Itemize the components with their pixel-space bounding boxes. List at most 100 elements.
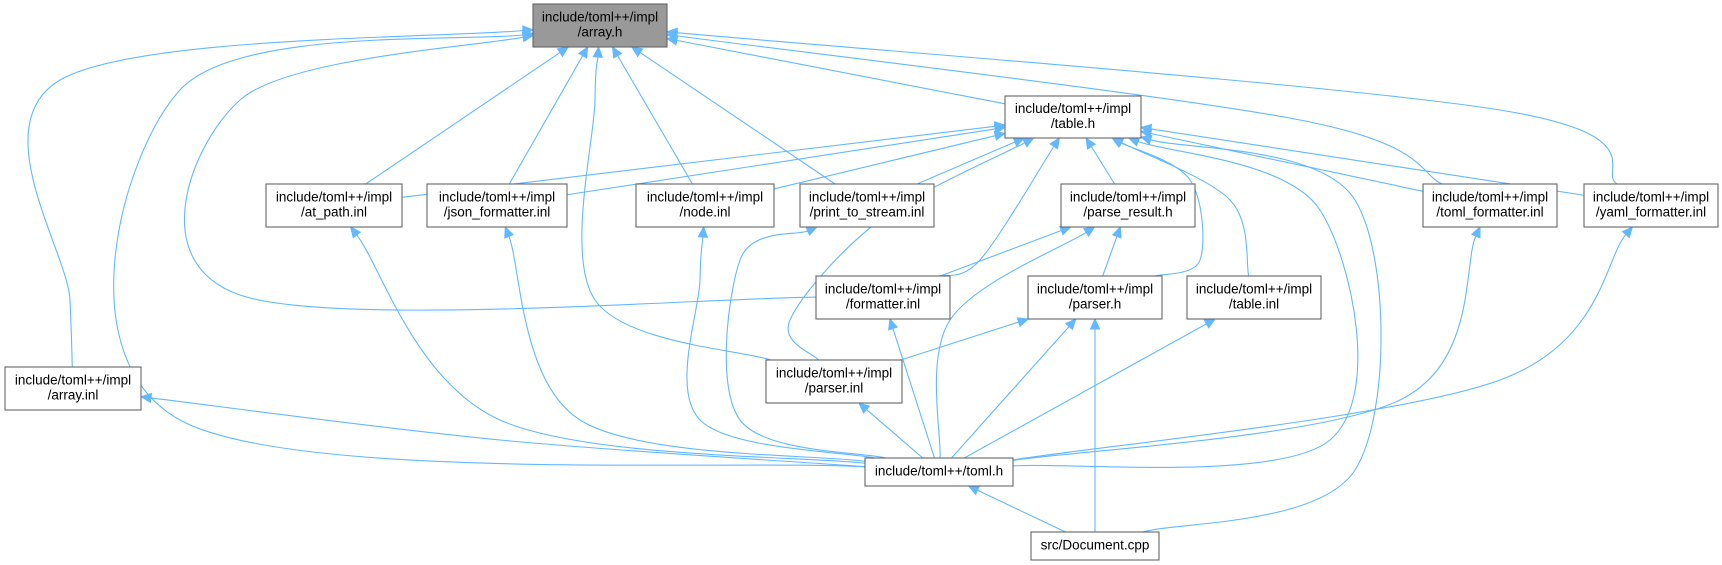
edge-arrowhead xyxy=(1111,225,1122,239)
node-box xyxy=(1027,275,1163,320)
node-label-line: /parse_result.h xyxy=(1083,205,1172,220)
edge-arrowhead xyxy=(504,225,515,239)
node-table-h[interactable]: include/toml++/impl/table.h xyxy=(1004,95,1142,139)
edge-arrowhead xyxy=(521,31,535,43)
node-label-line: include/toml++/impl xyxy=(1037,282,1153,297)
edge-toml_h-to-yaml_formatter_inl xyxy=(1012,234,1627,461)
node-label-line: /print_to_stream.inl xyxy=(810,205,925,220)
edge-parser_inl-to-array_h xyxy=(581,56,772,361)
edge-toml_h-to-array_inl xyxy=(150,397,866,468)
node-box xyxy=(1060,183,1196,228)
edge-toml_h-to-table_h xyxy=(1012,141,1359,468)
edge-arrowhead xyxy=(1127,136,1141,147)
node-box xyxy=(426,183,568,228)
edge-node_inl-to-table_h xyxy=(773,135,996,190)
node-box xyxy=(265,183,403,228)
node-yaml-formatter-inl[interactable]: include/toml++/impl/yaml_formatter.inl xyxy=(1583,183,1719,228)
edge-at_path_inl-to-array_h xyxy=(365,52,561,185)
edge-arrowhead xyxy=(1203,318,1217,329)
node-print-to-stream-inl[interactable]: include/toml++/impl/print_to_stream.inl xyxy=(799,183,935,228)
node-label-line: /node.inl xyxy=(679,205,730,220)
node-toml-h[interactable]: include/toml++/toml.h xyxy=(864,457,1014,487)
edge-arrowhead xyxy=(139,392,153,404)
node-label-line: include/toml++/impl xyxy=(647,190,763,205)
edge-arrowhead xyxy=(967,485,981,496)
edge-parser_h-to-parse_result_h xyxy=(1102,236,1118,277)
node-box xyxy=(1004,95,1142,139)
edge-arrowhead xyxy=(1139,123,1153,135)
edge-arrowhead xyxy=(858,402,871,414)
edge-arrowhead xyxy=(1470,225,1481,239)
node-table-inl[interactable]: include/toml++/impl/table.inl xyxy=(1186,275,1322,320)
node-label-line: include/toml++/impl xyxy=(276,190,392,205)
edge-formatter_inl-to-table_h xyxy=(938,146,1055,277)
node-json-formatter-inl[interactable]: include/toml++/impl/json_formatter.inl xyxy=(426,183,568,228)
node-label-line: /array.h xyxy=(578,25,623,40)
node-label-line: include/toml++/impl xyxy=(1015,101,1131,116)
edge-parser_inl-to-table_h xyxy=(787,142,1026,361)
node-label-line: /table.h xyxy=(1051,116,1095,131)
node-label-line: /array.inl xyxy=(48,388,99,403)
edge-document_cpp-to-table_h xyxy=(1142,139,1382,533)
node-parser-inl[interactable]: include/toml++/impl/parser.inl xyxy=(765,359,903,404)
edge-arrowhead xyxy=(1085,136,1097,150)
edge-toml_h-to-node_inl xyxy=(686,236,875,459)
node-node-inl[interactable]: include/toml++/impl/node.inl xyxy=(635,183,775,228)
edge-print_to_stream_inl-to-array_h xyxy=(639,52,836,185)
edge-arrowhead xyxy=(1111,137,1125,148)
edge-arrowhead xyxy=(993,130,1007,141)
edge-arrowhead xyxy=(592,45,604,58)
node-box xyxy=(864,457,1014,487)
node-label-line: /parser.h xyxy=(1069,297,1122,312)
node-box xyxy=(1030,531,1160,561)
node-at-path-inl[interactable]: include/toml++/impl/at_path.inl xyxy=(265,183,403,228)
node-array-inl[interactable]: include/toml++/impl/array.inl xyxy=(4,366,142,411)
edge-arrowhead xyxy=(1089,317,1101,330)
edge-toml_h-to-array_h xyxy=(113,29,866,468)
edge-arrowhead xyxy=(1064,318,1077,331)
node-box xyxy=(1583,183,1719,228)
edge-toml_formatter_inl-to-table_h xyxy=(1150,132,1424,192)
node-toml-formatter-inl[interactable]: include/toml++/impl/toml_formatter.inl xyxy=(1422,183,1558,228)
edge-parse_result_h-to-table_h xyxy=(1090,146,1116,185)
edge-json_formatter_inl-to-array_h xyxy=(508,55,584,185)
edge-arrowhead xyxy=(1059,225,1072,236)
node-parse-result-h[interactable]: include/toml++/impl/parse_result.h xyxy=(1060,183,1196,228)
edge-arrowhead xyxy=(611,45,623,59)
node-box xyxy=(635,183,775,228)
edge-arrowhead xyxy=(1049,136,1061,150)
node-document-cpp[interactable]: src/Document.cpp xyxy=(1030,531,1160,561)
edge-arrowhead xyxy=(665,27,678,39)
node-label-line: include/toml++/toml.h xyxy=(875,464,1003,479)
node-box xyxy=(799,183,935,228)
node-label-line: include/toml++/impl xyxy=(439,190,555,205)
edge-arrowhead xyxy=(577,45,589,59)
node-label-line: /json_formatter.inl xyxy=(444,205,551,220)
edge-toml_formatter_inl-to-array_h xyxy=(676,35,1443,185)
nodes-layer: include/toml++/impl/array.h include/toml+… xyxy=(4,3,1719,561)
node-box xyxy=(815,275,951,320)
node-label-line: /toml_formatter.inl xyxy=(1436,205,1543,220)
node-box xyxy=(765,359,903,404)
edge-toml_h-to-at_path_inl xyxy=(356,234,866,464)
edge-arrowhead xyxy=(1016,317,1030,328)
edge-node_inl-to-array_h xyxy=(617,55,693,185)
edge-table_inl-to-table_h xyxy=(1121,142,1250,277)
node-label-line: /table.inl xyxy=(1229,297,1279,312)
node-label-line: include/toml++/impl xyxy=(1432,190,1548,205)
node-label-line: /yaml_formatter.inl xyxy=(1596,205,1706,220)
edge-arrowhead xyxy=(556,46,570,58)
edge-toml_h-to-print_to_stream_inl xyxy=(725,230,886,459)
edge-formatter_inl-to-parse_result_h xyxy=(940,230,1062,277)
node-label-line: include/toml++/impl xyxy=(1593,190,1709,205)
node-label-line: include/toml++/impl xyxy=(1196,282,1312,297)
node-label-line: include/toml++/impl xyxy=(809,190,925,205)
node-parser-h[interactable]: include/toml++/impl/parser.h xyxy=(1027,275,1163,320)
node-label-line: include/toml++/impl xyxy=(776,366,892,381)
node-formatter-inl[interactable]: include/toml++/impl/formatter.inl xyxy=(815,275,951,320)
edge-arrowhead xyxy=(1082,226,1096,238)
node-label-line: /formatter.inl xyxy=(846,297,920,312)
node-box xyxy=(4,366,142,411)
edge-toml_h-to-toml_formatter_inl xyxy=(1012,235,1477,461)
